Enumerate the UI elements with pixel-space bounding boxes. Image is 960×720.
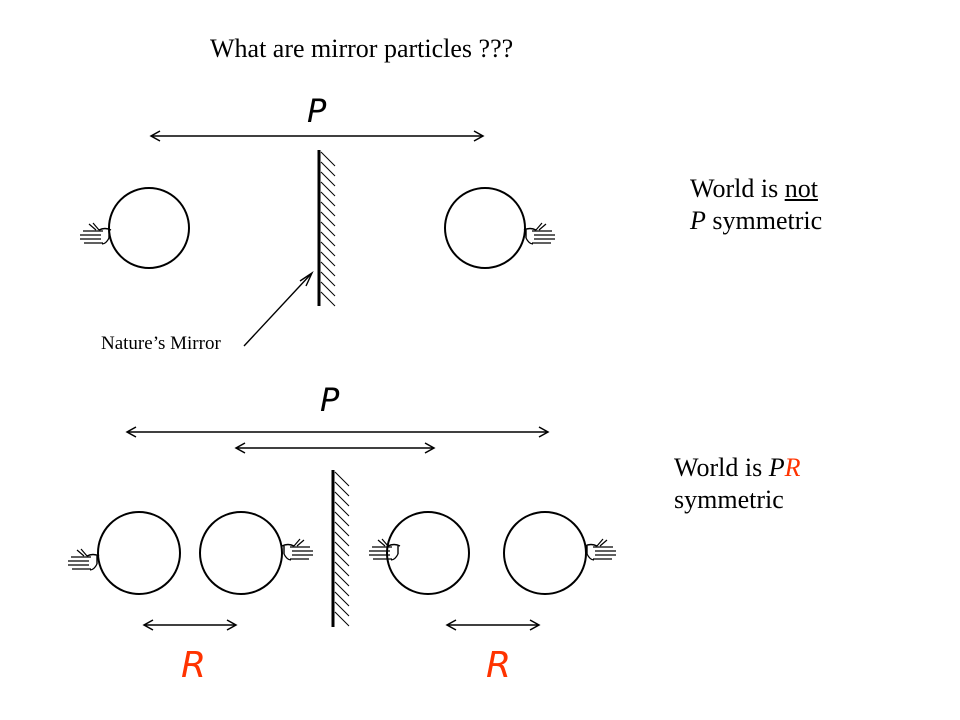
bottom-figure-4 <box>503 511 617 595</box>
top-caption-line1: World is not <box>690 174 818 203</box>
bottom-p-label: P <box>320 381 340 419</box>
bottom-figure-2 <box>199 511 314 595</box>
top-caption-line2: P symmetric <box>690 206 823 235</box>
bottom-figure-3 <box>368 511 470 595</box>
bottom-r-label-right: R <box>486 645 512 686</box>
top-left-figure <box>79 187 190 269</box>
not-underlined: not <box>784 174 818 203</box>
bottom-caption-line1: World is PR <box>674 453 801 482</box>
top-mirror <box>317 150 336 307</box>
bottom-r-arrow-right <box>445 619 541 631</box>
bottom-r-arrow-left <box>142 619 238 631</box>
bottom-caption: World is PR symmetric <box>674 452 800 516</box>
top-mirror-pointer <box>243 271 314 347</box>
top-right-figure <box>444 187 556 269</box>
bottom-p-arrow-inner <box>234 442 436 454</box>
top-p-arrow <box>149 130 485 142</box>
bottom-figure-1 <box>67 511 181 595</box>
natures-mirror-label: Nature’s Mirror <box>101 333 221 354</box>
top-p-label: P <box>307 92 327 130</box>
bottom-caption-line2: symmetric <box>674 485 784 514</box>
top-caption: World is not P symmetric <box>690 173 822 237</box>
bottom-mirror <box>331 470 350 627</box>
bottom-p-arrow-outer <box>125 426 550 438</box>
slide-title: What are mirror particles ??? <box>210 34 514 63</box>
bottom-r-label-left: R <box>181 645 207 686</box>
